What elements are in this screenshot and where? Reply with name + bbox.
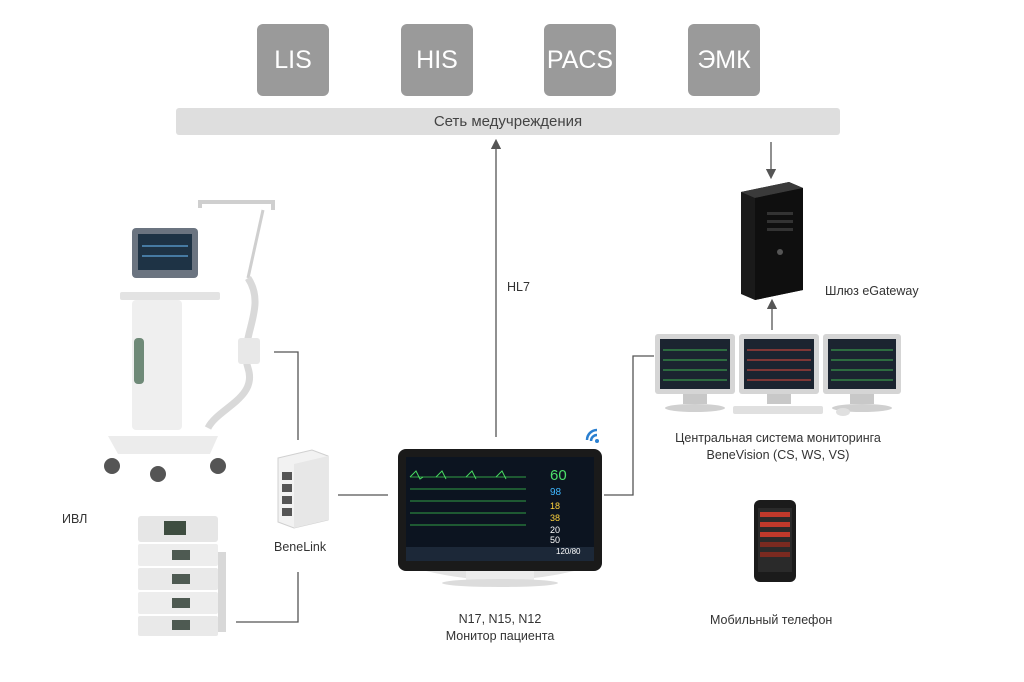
central-station-label: Центральная система мониторинга BeneVisi… <box>653 430 903 464</box>
infusion-pumps-icon <box>138 516 226 636</box>
monitor-hr-value: 60 <box>550 467 567 484</box>
system-box-lis: LIS <box>257 24 329 96</box>
patient-monitor-body <box>398 449 602 587</box>
central-station-icon <box>655 334 901 416</box>
hospital-network-bar: Сеть медучреждения <box>176 108 840 135</box>
patient-monitor-label: N17, N15, N12 Монитор пациента <box>416 611 584 645</box>
monitor-spo2-value: 98 <box>550 487 562 498</box>
hl7-label: HL7 <box>507 280 530 294</box>
wifi-icon <box>585 428 599 443</box>
monitor-value-6: 50 <box>550 535 561 545</box>
central-station-label-line1: Центральная система мониторинга <box>675 431 881 445</box>
patient-monitor-label-line1: N17, N15, N12 <box>458 612 542 626</box>
central-station-label-line2: BeneVision (CS, WS, VS) <box>706 448 850 462</box>
monitor-nibp-value: 120/80 <box>556 547 581 556</box>
system-box-his: HIS <box>401 24 473 96</box>
benelink-label: BeneLink <box>274 540 327 554</box>
ventilator-benelink-line <box>274 351 299 440</box>
mobile-phone-label: Мобильный телефон <box>710 613 833 627</box>
mobile-phone-icon <box>754 500 796 582</box>
gateway-server-icon <box>741 182 803 300</box>
monitor-value-4: 38 <box>550 513 561 523</box>
system-box-pacs: PACS <box>544 24 616 96</box>
ventilator-icon <box>104 200 275 482</box>
monitor-value-5: 20 <box>550 525 561 535</box>
patient-monitor-label-line2: Монитор пациента <box>445 629 555 643</box>
benelink-pumps-line <box>236 572 299 623</box>
benelink-device-icon <box>277 449 329 529</box>
system-box-emk: ЭМК <box>688 24 760 96</box>
ventilator-label: ИВЛ <box>62 512 88 526</box>
gateway-label: Шлюз eGateway <box>825 284 919 298</box>
monitor-value-3: 18 <box>550 501 561 511</box>
monitor-central-line <box>604 355 654 496</box>
patient-monitor: 60 98 18 38 20 50 120/80 <box>396 447 604 587</box>
